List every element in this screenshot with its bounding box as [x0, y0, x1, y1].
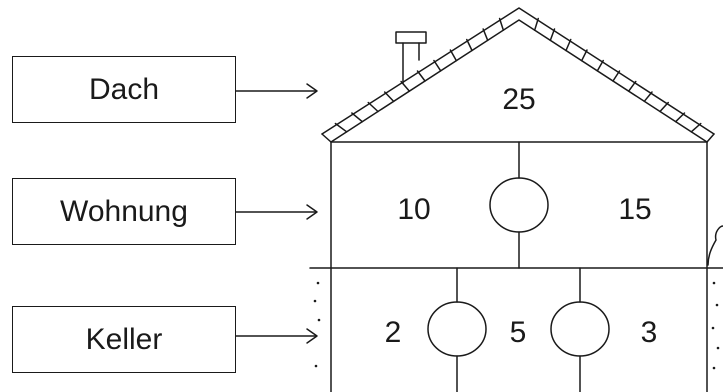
- roof-tile-line: [416, 70, 426, 82]
- label-apartment-text: Wohnung: [60, 194, 188, 228]
- roof-tile-line: [449, 49, 458, 62]
- roof-tile-line: [674, 112, 686, 123]
- roof-tile-line: [596, 59, 604, 72]
- roof-tile-line: [627, 80, 637, 92]
- value-roof: 25: [502, 83, 536, 116]
- bush: [707, 225, 723, 266]
- value-apartment-left: 10: [397, 193, 431, 226]
- roof-tile-line: [565, 38, 572, 52]
- roof-tiles: [334, 17, 702, 133]
- label-apartment: Wohnung: [12, 178, 236, 245]
- value-basement-left: 2: [384, 316, 402, 349]
- roof-tile-line: [466, 38, 473, 52]
- basement-divider-left: [427, 267, 487, 392]
- apartment-divider: [489, 141, 549, 269]
- house-walls: [309, 141, 723, 392]
- roof-tile-line: [533, 17, 539, 31]
- roof-tile-line: [334, 122, 348, 133]
- label-basement-text: Keller: [85, 322, 163, 356]
- basement-divider-right: [550, 267, 610, 392]
- roof-tile-line: [433, 59, 442, 72]
- label-basement: Keller: [12, 306, 236, 373]
- roof-tile-line: [580, 49, 588, 62]
- roof-tile-line: [400, 80, 411, 92]
- roof-tile-line: [690, 122, 702, 133]
- roof-tile-line: [643, 91, 653, 103]
- value-basement-right: 3: [640, 316, 658, 349]
- arrow-apartment: [235, 204, 318, 220]
- roof-tile-line: [351, 112, 364, 123]
- value-apartment-right: 15: [618, 193, 652, 226]
- arrow-basement: [235, 328, 318, 344]
- roof-tile-line: [367, 101, 379, 113]
- roof-tile-line: [612, 70, 621, 82]
- roof-tile-line: [659, 101, 669, 113]
- arrow-roof: [235, 83, 318, 99]
- roof-tile-line: [482, 28, 489, 42]
- ground-dots: [313, 281, 720, 370]
- label-roof-text: Dach: [88, 72, 160, 106]
- label-roof: Dach: [12, 56, 236, 123]
- roof-tile-line: [383, 91, 395, 103]
- roof-tile-line: [498, 17, 505, 31]
- value-basement-middle: 5: [509, 316, 527, 349]
- roof: [321, 7, 715, 143]
- roof-tile-line: [549, 28, 556, 42]
- chimney: [395, 31, 427, 84]
